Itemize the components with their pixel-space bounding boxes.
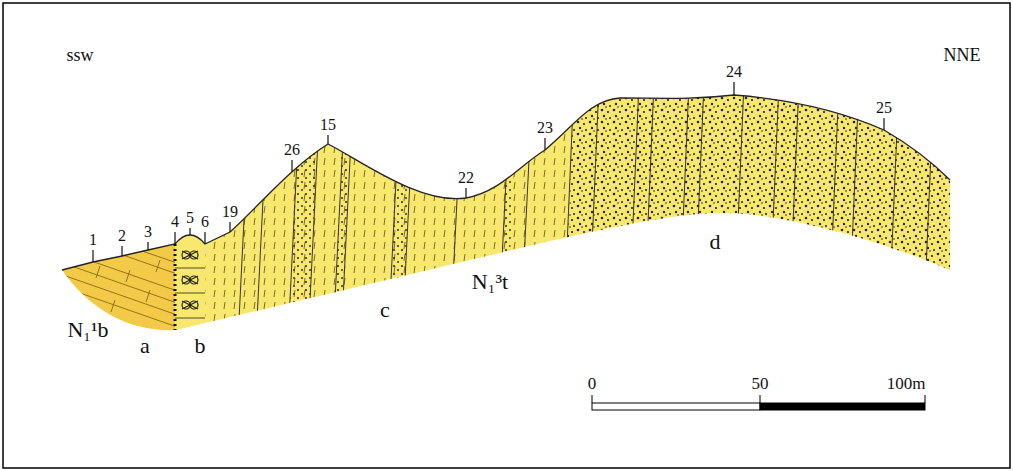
sample-number: 5 [186,210,194,226]
scale-value: 0 [588,375,597,392]
frame [3,3,1010,468]
direction-label: NNE [944,46,981,64]
layer-letter: a [140,335,150,357]
sample-number: 3 [144,224,152,240]
sample-number: 15 [320,117,336,133]
sample-number: 24 [726,64,742,80]
sample-number: 22 [458,170,474,186]
scale-value: 50 [752,375,769,392]
layer-letter: d [710,231,721,253]
sample-number: 1 [89,232,97,248]
formation-code: N₁¹b [67,319,108,341]
sample-number: 25 [876,100,892,116]
sample-number: 19 [222,204,238,220]
sample-ticks [93,82,884,262]
sample-number: 26 [284,142,300,158]
layer-letter: c [380,299,390,321]
sample-number: 2 [118,228,126,244]
sample-number: 4 [171,214,179,230]
formation-code: N₁³t [472,271,508,293]
scale-bar [592,395,925,410]
fault-line [174,244,177,330]
sample-number: 23 [537,120,553,136]
direction-label: ssw [66,46,93,64]
layer-a [50,230,180,340]
layer-letter: b [195,335,206,357]
sample-number: 6 [201,214,209,230]
strata [40,60,1000,360]
ground-surface [62,95,950,270]
scale-value: 100m [887,375,926,392]
